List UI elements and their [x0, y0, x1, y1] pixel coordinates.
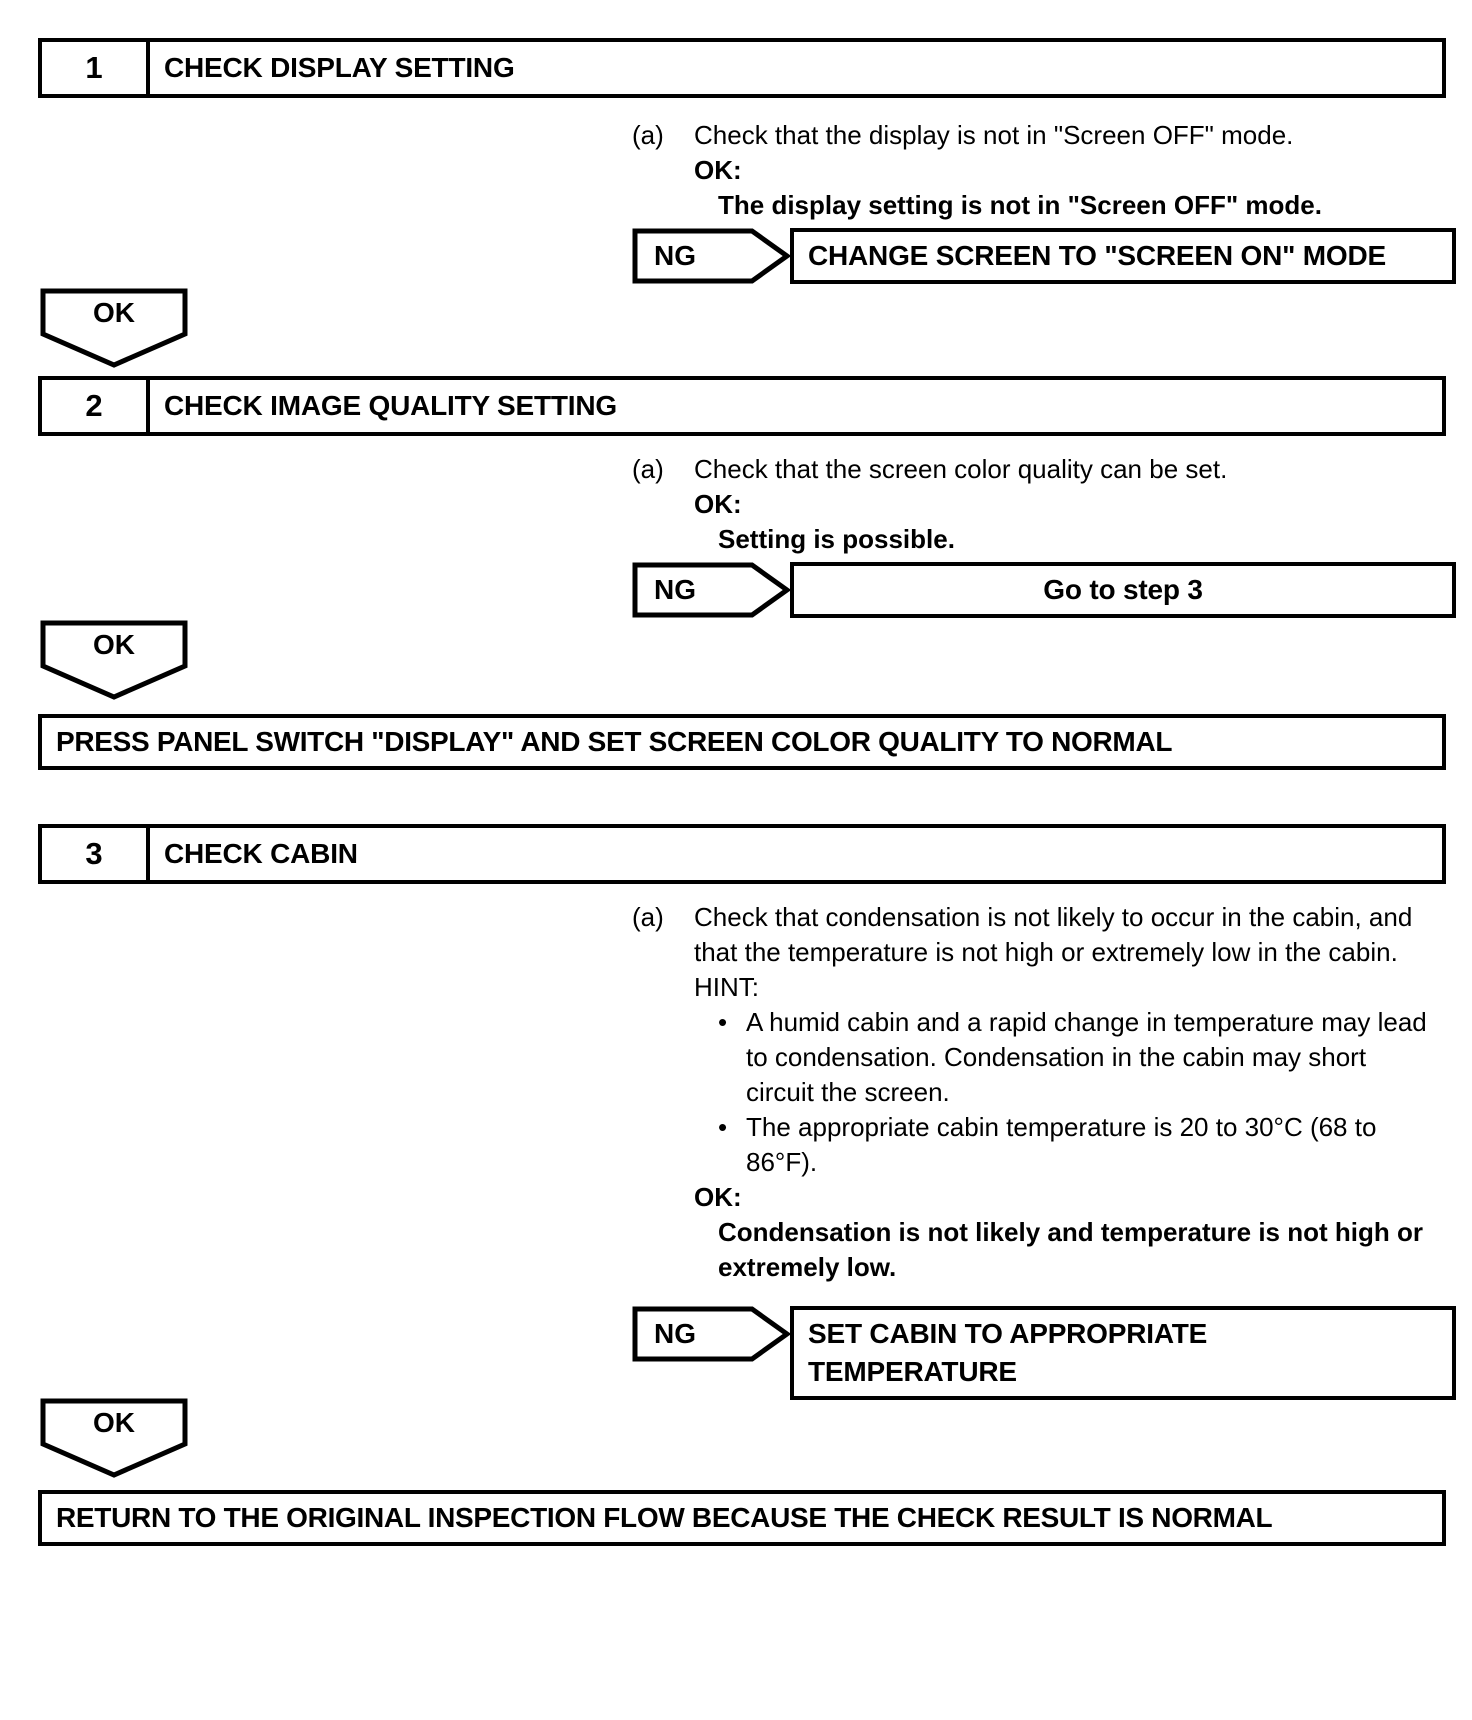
step-3-hint-list: • A humid cabin and a rapid change in te…	[694, 1005, 1432, 1180]
step-1-title: CHECK DISPLAY SETTING	[164, 52, 515, 83]
step-1-ok-label: OK:	[694, 155, 742, 185]
step-3-item-text: Check that condensation is not likely to…	[694, 902, 1413, 967]
step-1-item-text: Check that the display is not in "Screen…	[694, 120, 1294, 150]
step-1-ng-result: CHANGE SCREEN TO "SCREEN ON" MODE	[790, 228, 1456, 284]
step-3-header: 3 CHECK CABIN	[38, 824, 1446, 884]
list-item: • The appropriate cabin temperature is 2…	[694, 1110, 1432, 1180]
step-3-ng-result-line-2: TEMPERATURE	[808, 1356, 1017, 1387]
step-2-ng-branch: NG Go to step 3	[632, 562, 1456, 618]
bullet-dot-icon: •	[718, 1112, 728, 1142]
step-2-number: 2	[42, 380, 150, 432]
step-2-item-label: (a)	[632, 454, 664, 484]
ng-arrow-tag-icon: NG	[632, 1306, 790, 1362]
step-3-ok-text: Condensation is not likely and temperatu…	[718, 1217, 1423, 1282]
list-item: • A humid cabin and a rapid change in te…	[694, 1005, 1432, 1110]
banner-press-panel-switch: PRESS PANEL SWITCH "DISPLAY" AND SET SCR…	[38, 714, 1446, 770]
step-2-ng-label: NG	[654, 574, 696, 605]
step-2-ok-label: OK:	[694, 489, 742, 519]
step-2-ng-result: Go to step 3	[790, 562, 1456, 618]
step-2-item-text: Check that the screen color quality can …	[694, 454, 1228, 484]
step-1-ng-label: NG	[654, 240, 696, 271]
banner-press-panel-switch-text: PRESS PANEL SWITCH "DISPLAY" AND SET SCR…	[56, 726, 1173, 757]
step-1-ok-connector: OK	[40, 288, 188, 368]
step-1-number: 1	[42, 42, 150, 94]
step-3-ok-connector-label: OK	[93, 1407, 135, 1438]
step-3-hint-bullet-1: A humid cabin and a rapid change in temp…	[746, 1007, 1427, 1107]
ng-arrow-tag-icon: NG	[632, 228, 790, 284]
step-1-item-a: (a) Check that the display is not in "Sc…	[632, 118, 1432, 223]
step-3-ok-connector: OK	[40, 1398, 188, 1478]
step-2-ok-text: Setting is possible.	[718, 524, 955, 554]
step-3-ng-result-line-1: SET CABIN TO APPROPRIATE	[808, 1318, 1208, 1349]
step-1-procedure: (a) Check that the display is not in "Sc…	[632, 118, 1432, 223]
step-3-ng-result: SET CABIN TO APPROPRIATE TEMPERATURE	[790, 1306, 1456, 1400]
step-2-title: CHECK IMAGE QUALITY SETTING	[164, 390, 617, 421]
step-1-ng-result-text: CHANGE SCREEN TO "SCREEN ON" MODE	[808, 240, 1386, 271]
banner-return-to-flow-text: RETURN TO THE ORIGINAL INSPECTION FLOW B…	[56, 1502, 1273, 1533]
bullet-dot-icon: •	[718, 1007, 728, 1037]
step-3-item-label: (a)	[632, 902, 664, 932]
step-1-ok-connector-label: OK	[93, 297, 135, 328]
banner-return-to-flow: RETURN TO THE ORIGINAL INSPECTION FLOW B…	[38, 1490, 1446, 1546]
step-1-header: 1 CHECK DISPLAY SETTING	[38, 38, 1446, 98]
step-2-ok-connector-label: OK	[93, 629, 135, 660]
step-3-hint-label: HINT:	[694, 972, 759, 1002]
step-1-item-label: (a)	[632, 120, 664, 150]
step-3-hint-bullet-2: The appropriate cabin temperature is 20 …	[746, 1112, 1377, 1177]
step-1-ng-branch: NG CHANGE SCREEN TO "SCREEN ON" MODE	[632, 228, 1456, 284]
step-2-procedure: (a) Check that the screen color quality …	[632, 452, 1432, 557]
step-3-item-a: (a) Check that condensation is not likel…	[632, 900, 1432, 1285]
step-2-ok-connector: OK	[40, 620, 188, 700]
ng-arrow-tag-icon: NG	[632, 562, 790, 618]
step-2-ng-result-text: Go to step 3	[1043, 574, 1203, 605]
step-3-title: CHECK CABIN	[164, 838, 358, 869]
step-3-number: 3	[42, 828, 150, 880]
step-2-header: 2 CHECK IMAGE QUALITY SETTING	[38, 376, 1446, 436]
step-3-procedure: (a) Check that condensation is not likel…	[632, 900, 1432, 1285]
step-3-ng-branch: NG SET CABIN TO APPROPRIATE TEMPERATURE	[632, 1306, 1456, 1400]
step-3-ok-label: OK:	[694, 1182, 742, 1212]
step-1-ok-text: The display setting is not in "Screen OF…	[718, 190, 1322, 220]
step-3-ng-label: NG	[654, 1318, 696, 1349]
step-2-item-a: (a) Check that the screen color quality …	[632, 452, 1432, 557]
